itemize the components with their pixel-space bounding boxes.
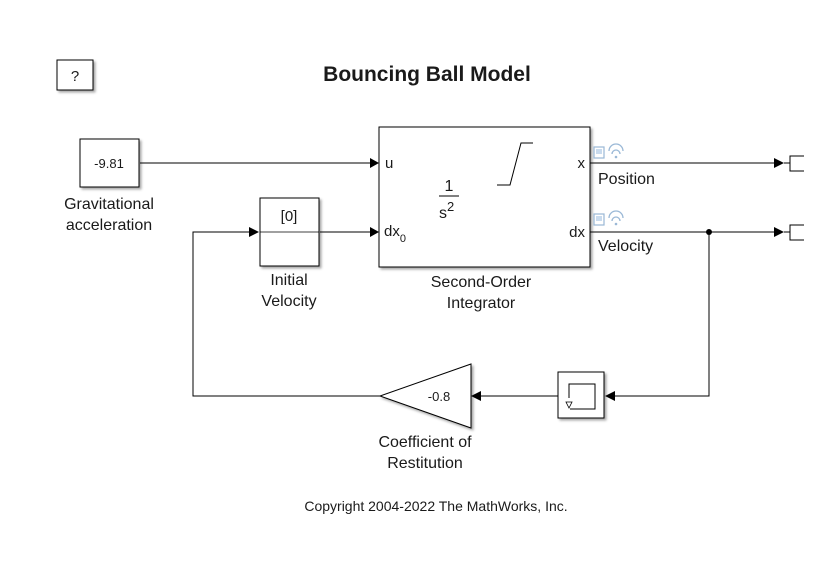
copyright-notice: Copyright 2004-2022 The MathWorks, Inc. (304, 498, 567, 514)
gravity-label-line1: Gravitational (64, 196, 154, 213)
gain-label-line2: Restitution (387, 455, 463, 472)
integrator-denominator: s2 (439, 199, 454, 222)
velocity-log-icon[interactable] (593, 210, 624, 226)
velocity-signal-label[interactable]: Velocity (598, 238, 653, 255)
wire-gain-to-initvel[interactable] (192, 227, 380, 397)
wire-initvel-to-dx0[interactable] (320, 227, 379, 237)
port-x-label: x (578, 155, 586, 172)
position-log-icon[interactable] (593, 143, 624, 159)
gain-label-line1: Coefficient of (378, 434, 472, 451)
gravity-constant-block[interactable]: -9.81 (79, 138, 140, 188)
port-dx-label: dx (569, 224, 585, 241)
port-dx0-base: dx (384, 223, 400, 240)
integrator-label-line2: Integrator (447, 295, 516, 312)
integrator-label-line1: Second-Order (431, 274, 532, 291)
help-button[interactable]: ? (56, 59, 94, 91)
denominator-base: s (439, 205, 447, 222)
initial-velocity-label-line2: Velocity (261, 293, 316, 310)
model-title: Bouncing Ball Model (323, 63, 531, 86)
gravity-value: -9.81 (94, 156, 124, 171)
saturation-limit-icon (497, 142, 533, 186)
memory-block[interactable] (557, 371, 605, 419)
initial-velocity-value: [0] (281, 208, 298, 225)
restitution-gain-block[interactable]: -0.8 (378, 363, 472, 429)
denominator-exp: 2 (447, 199, 454, 214)
initial-velocity-label-line1: Initial (270, 272, 307, 289)
wire-position-to-terminator[interactable] (590, 158, 784, 168)
help-button-label: ? (71, 68, 79, 85)
memory-icon (568, 383, 596, 410)
integrator-numerator: 1 (445, 178, 454, 195)
wire-velocity-to-terminator[interactable] (590, 227, 784, 237)
port-u-label: u (385, 155, 393, 172)
position-signal-label[interactable]: Position (598, 171, 655, 188)
gain-value: -0.8 (428, 389, 450, 404)
gravity-label-line2: acceleration (66, 217, 152, 234)
port-dx0-sub: 0 (400, 233, 406, 245)
velocity-terminator[interactable] (784, 224, 804, 241)
initial-velocity-block[interactable]: [0] (259, 197, 320, 267)
wire-velocity-to-memory[interactable] (605, 232, 710, 401)
port-dx0-label: dx0 (384, 223, 406, 245)
position-terminator[interactable] (784, 155, 804, 172)
wire-gravity-to-u[interactable] (140, 158, 379, 168)
wire-memory-to-gain[interactable] (471, 391, 558, 401)
second-order-integrator-block[interactable]: u dx0 x dx 1 s2 (378, 126, 591, 268)
